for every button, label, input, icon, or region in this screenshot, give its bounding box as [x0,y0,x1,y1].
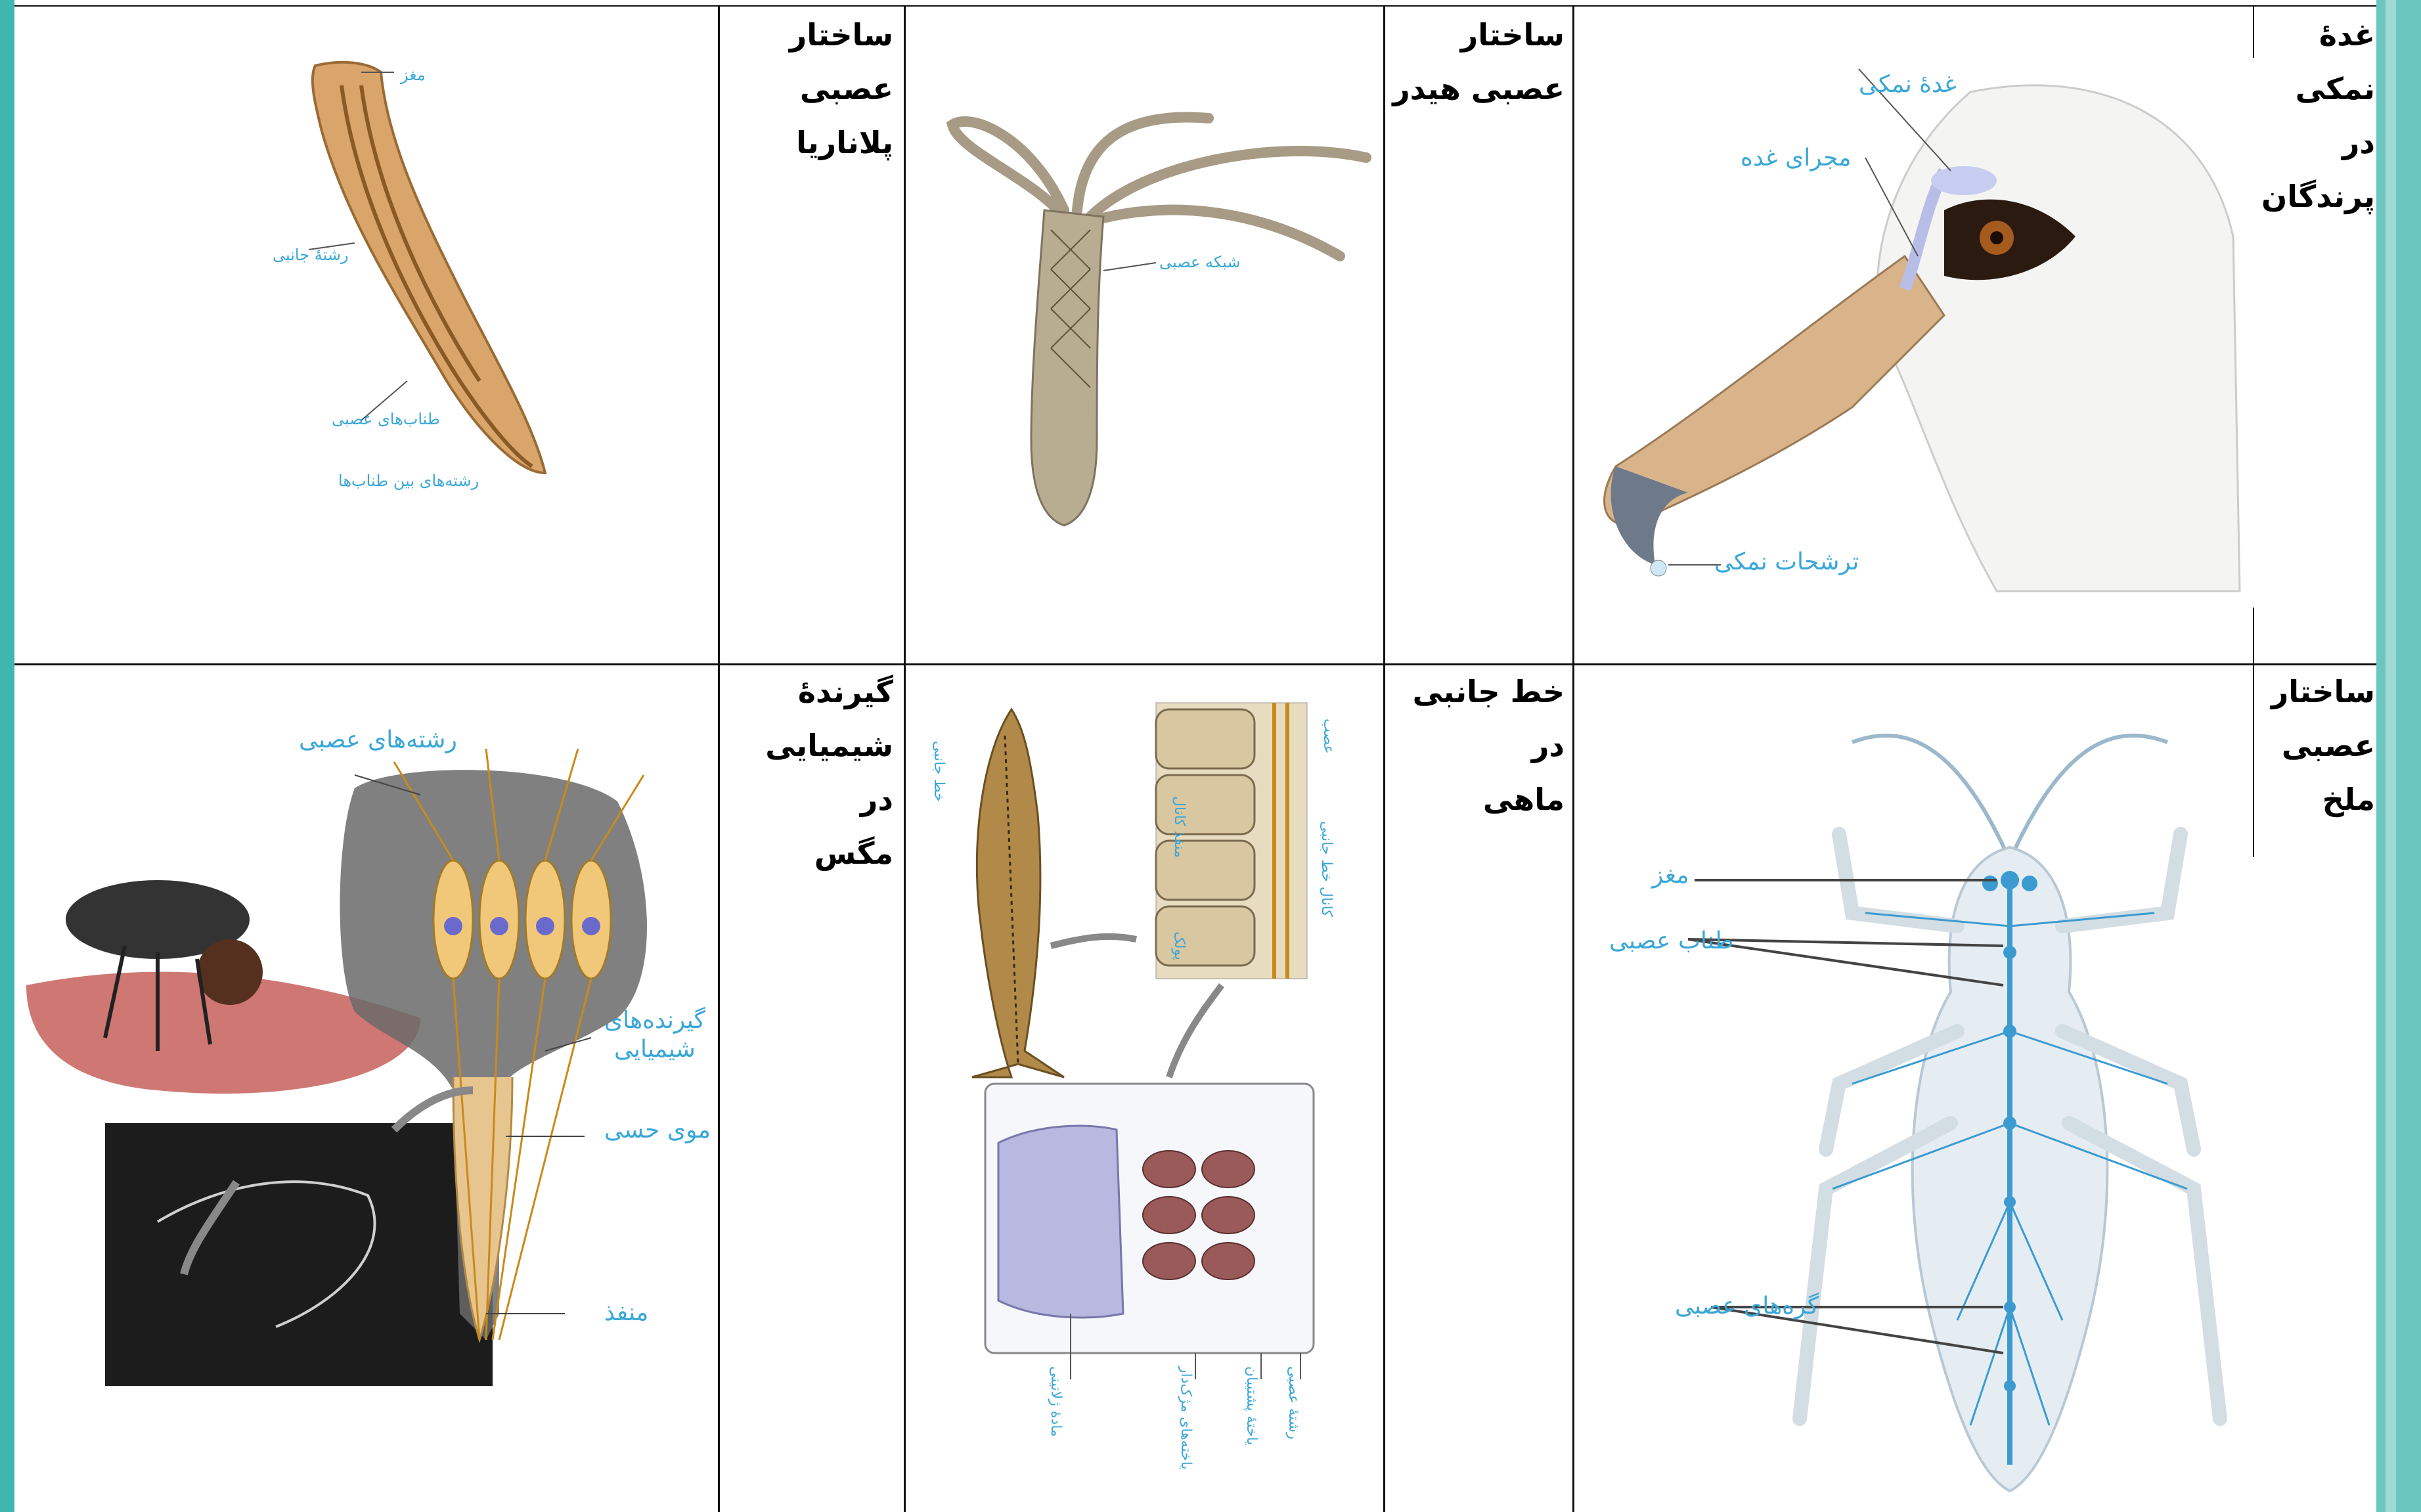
label-salt-gland: غدهٔ نمکی [1859,71,1957,98]
label-nerve-cords: طناب‌های عصبی [332,410,440,428]
planaria-title: ساختار عصبی پلاناریا [722,8,893,169]
label-grasshopper-brain: مغز [1652,862,1689,889]
label-support-cell: یاختهٔ پشتیبان [1243,1366,1260,1445]
label-lateral-canal: کانال خط جانبی [1318,821,1335,917]
hydra-title: ساختار عصبی هیدر [1387,8,1565,116]
fly-title: گیرندهٔ شیمیایی در مگس [722,665,893,880]
albatross-head-illustration [1576,39,2246,604]
left-frame-bar [0,0,14,1512]
label-scale: پولک [1171,931,1188,960]
label-planaria-brain: مغز [401,66,426,84]
fish-title: خط جانبی در ماهی [1387,665,1565,826]
label-nerve-fiber: رشتهٔ عصبی [1285,1366,1302,1440]
grasshopper-title: ساختار عصبی ملخ [2257,665,2375,826]
hydra-illustration [933,99,1379,532]
label-nerve-fibers: رشته‌های عصبی [299,726,457,753]
salt-gland-title: غدهٔ نمکی در پرندگان [2257,8,2375,223]
label-lateral-line: خط جانبی [931,741,947,802]
label-ciliated-cells: یاخته‌های مژک‌دار [1178,1366,1194,1470]
label-nerve-cord: طناب عصبی [1609,927,1733,954]
fish-lateral-line-illustration [920,696,1373,1471]
right-frame-bar [2376,0,2421,1512]
label-gland-duct: مجرای غده [1741,145,1852,171]
label-connecting-strands: رشته‌های بین طناب‌ها [338,472,479,490]
label-nerve-top: عصب [1320,719,1337,754]
label-pore: منفذ [604,1299,648,1326]
label-nerve-ganglia: گره‌های عصبی [1675,1293,1819,1320]
label-nerve-net: شبکه عصبی [1159,253,1240,271]
grasshopper-illustration [1760,729,2246,1504]
label-sensory-hair: موی حسی [604,1117,711,1144]
label-chemoreceptors: گیرنده‌های شیمیایی [604,1006,705,1064]
label-salt-secretion: ترشحات نمکی [1714,548,1859,575]
label-lateral-strand: رشتهٔ جانبی [273,246,349,264]
right-frame-highlight [2386,0,2396,1512]
label-gelatinous-matter: مادهٔ ژلاتینی [1048,1366,1064,1437]
label-canal-opening: منفذ کانال [1171,796,1188,858]
